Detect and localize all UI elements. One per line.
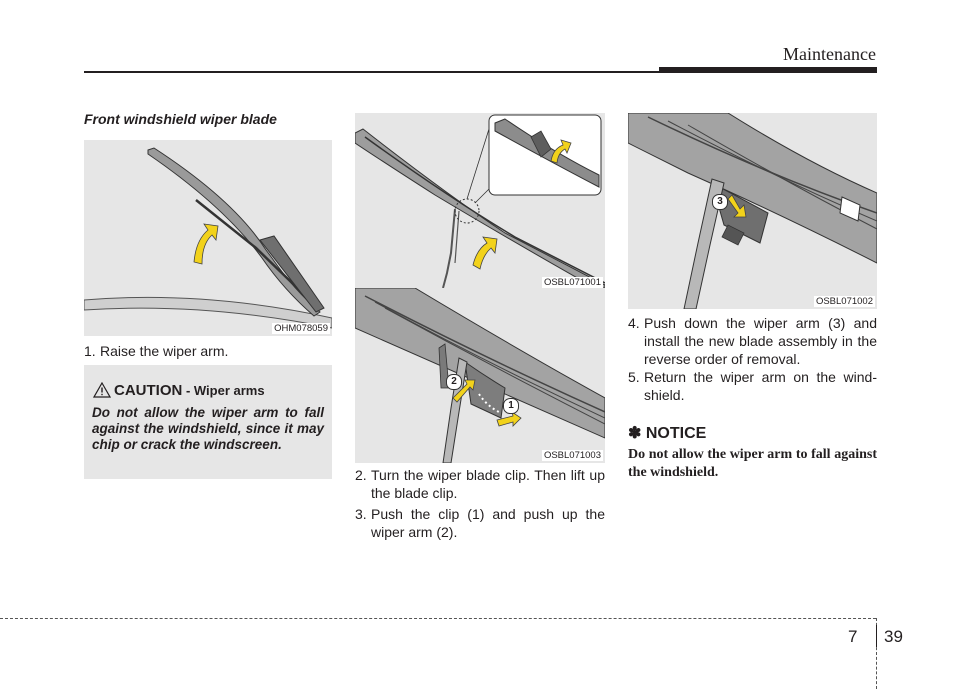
callout-label: 1 (508, 400, 514, 411)
section-title: Front windshield wiper blade (84, 111, 277, 127)
callout-2: 2 (446, 374, 462, 390)
notice-text: Do not allow the wiper arm to fall again… (628, 447, 877, 480)
step-2: 2. Turn the wiper blade clip. Then lift … (355, 466, 605, 502)
chapter-title: Maintenance (783, 44, 876, 64)
step-text: Return the wiper arm on the wind-shield. (644, 369, 877, 403)
caution-heading: CAUTION - Wiper arms (114, 382, 265, 399)
figure-code: OHM078059 (272, 323, 330, 334)
page-number-separator (876, 625, 877, 647)
figure-push-clip: 2 1 OSBL071003 (355, 288, 605, 463)
figure-turn-blade-clip: OSBL071001 (355, 113, 605, 288)
caution-subtitle: - Wiper arms (182, 383, 265, 398)
step-number: 4. (628, 315, 640, 331)
chapter-number: 7 (848, 627, 858, 646)
install-blade-illustration (628, 113, 877, 309)
caution-box: CAUTION - Wiper arms Do not allow the wi… (84, 365, 332, 479)
callout-label: 3 (717, 196, 723, 207)
callout-label: 2 (451, 376, 457, 387)
figure-code: OSBL071003 (541, 450, 603, 461)
header-rule-accent (659, 67, 877, 73)
step-text: Push down the wiper arm (3) and install … (644, 315, 877, 367)
warning-triangle-icon (93, 382, 111, 398)
notice-heading: ✽ NOTICE (628, 425, 707, 442)
caution-text: Do not allow the wiper arm to fall again… (92, 405, 324, 452)
figure-code: OSBL071001 (541, 277, 603, 288)
step-number: 2. (355, 467, 367, 483)
callout-1: 1 (503, 398, 519, 414)
step-text: Turn the wiper blade clip. Then lift up … (371, 467, 605, 501)
figure-push-down-wiper-arm: 3 OSBL071002 (628, 113, 877, 309)
step-3: 3. Push the clip (1) and push up the wip… (355, 505, 605, 541)
wiper-arm-raised-illustration (84, 147, 332, 329)
step-number: 1. (84, 343, 96, 359)
step-5: 5. Return the wiper arm on the wind-shie… (628, 368, 877, 404)
footer-rule-vertical (876, 618, 877, 689)
figure-code: OSBL071002 (813, 296, 875, 307)
step-1: 1. Raise the wiper arm. (84, 342, 332, 360)
page-number: 39 (884, 627, 903, 646)
header-rule (84, 71, 659, 73)
step-text: Push the clip (1) and push up the wiper … (371, 506, 605, 540)
step-text: Raise the wiper arm. (100, 343, 229, 359)
step-4: 4. Push down the wiper arm (3) and insta… (628, 314, 877, 368)
callout-3: 3 (712, 194, 728, 210)
blade-clip-illustration (355, 114, 605, 288)
footer-rule (0, 618, 876, 619)
caution-label: CAUTION (114, 382, 183, 399)
step-number: 3. (355, 506, 367, 522)
step-number: 5. (628, 369, 640, 385)
figure-raise-wiper-arm: OHM078059 (84, 140, 332, 336)
push-clip-illustration (355, 288, 605, 463)
